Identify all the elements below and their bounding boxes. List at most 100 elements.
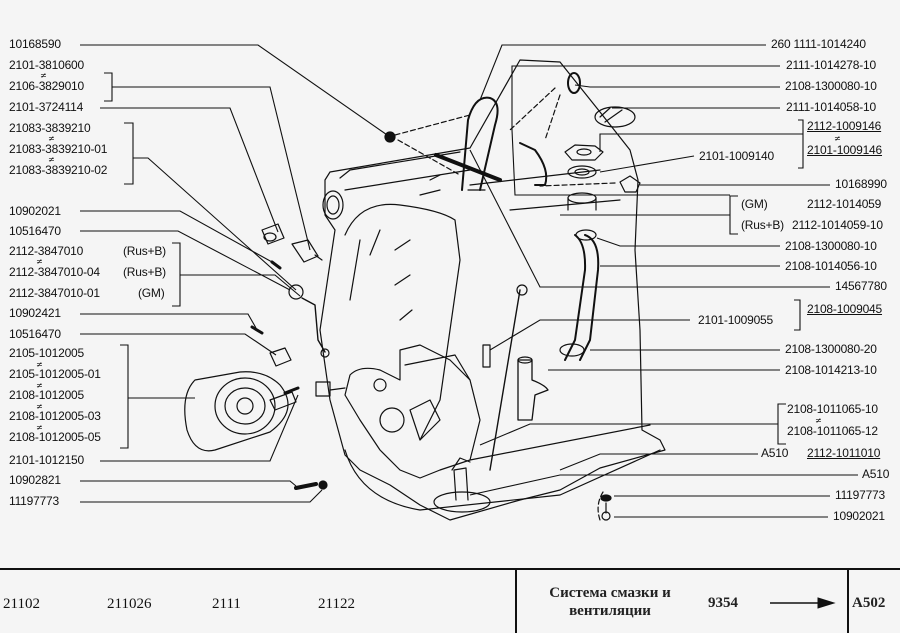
section-title: Система смазки и вентиляции <box>520 584 700 620</box>
not-equal-icon: ≠ <box>36 381 43 390</box>
part-label: 2108-1300080-10 <box>784 79 878 93</box>
timing-cover-ribs <box>349 229 413 321</box>
oil-strainer <box>433 491 491 513</box>
part-label: 2101-1009146 <box>806 143 884 157</box>
part-label: 2108-1014056-10 <box>784 259 878 273</box>
part-label: 2108-1012005 <box>8 388 86 402</box>
oil-pan <box>344 449 661 511</box>
dipstick-handle <box>482 344 491 368</box>
dipstick <box>489 289 521 471</box>
part-label: 2108-1300080-20 <box>784 342 878 356</box>
part-label: 2108-1014213-10 <box>784 363 878 377</box>
right-arrow-icon <box>770 597 836 609</box>
breather-nozzle <box>517 359 549 421</box>
breather-hose <box>461 96 499 191</box>
part-label: 10902821 <box>8 473 62 487</box>
part-label: 2101-1009140 <box>698 149 776 163</box>
model-code: 2111 <box>212 596 241 612</box>
part-label: 10168590 <box>8 37 62 51</box>
valve-cover-ridges <box>339 151 621 211</box>
pressure-sensor-2 <box>291 239 323 263</box>
oil-pump-housing <box>344 344 481 479</box>
part-label: 2112-3847010-01 <box>8 286 101 300</box>
part-label: 2112-3847010-04 <box>8 265 101 279</box>
part-label: 2111-1014058-10 <box>785 100 877 114</box>
oil-filler-cap <box>594 106 636 128</box>
part-label: 260 1111-1014240 <box>770 37 867 51</box>
not-equal-icon: ≠ <box>36 402 43 411</box>
part-label: 2112-1014059 <box>806 197 883 211</box>
part-label: 2112-1009146 <box>806 119 883 133</box>
part-label: 2108-1011065-10 <box>786 402 879 416</box>
part-label: 2101-1012150 <box>8 453 86 467</box>
part-label: 2101-3810600 <box>8 58 86 72</box>
part-variant-note: (Rus+B) <box>740 218 785 232</box>
filter-fitting <box>283 386 300 395</box>
bolt <box>270 260 282 270</box>
oil-level-sensor <box>288 284 330 358</box>
part-label: 10902421 <box>8 306 62 320</box>
assembly-dash-lines <box>394 87 616 521</box>
pressure-sensor-1 <box>261 223 285 245</box>
part-variant-note: (GM) <box>740 197 769 211</box>
not-equal-icon: ≠ <box>40 71 47 80</box>
part-label: 2105-1012005 <box>8 346 86 360</box>
section-title-line1: Система смазки и <box>549 585 671 601</box>
small-o-ring <box>567 72 581 94</box>
part-label: 10516470 <box>8 224 62 238</box>
filter-bracket <box>315 381 331 397</box>
part-variant-note: (Rus+B) <box>122 265 167 279</box>
part-label: 2101-1009055 <box>697 313 775 327</box>
part-label: 2111-1014278-10 <box>785 58 877 72</box>
part-label: 2108-1012005-03 <box>8 409 102 423</box>
hose-clamp <box>619 175 641 193</box>
not-equal-icon: ≠ <box>36 257 43 266</box>
temp-sender <box>269 347 292 367</box>
page-code: 9354 <box>708 595 738 611</box>
not-equal-icon: ≠ <box>48 134 55 143</box>
part-label: A510 <box>861 467 891 481</box>
leader-lines-right <box>469 44 858 518</box>
screw <box>601 511 611 521</box>
model-code: 211026 <box>107 596 152 612</box>
not-equal-icon: ≠ <box>815 416 822 425</box>
section-title-box <box>515 570 849 633</box>
part-label: 10516470 <box>8 327 62 341</box>
part-label: 2112-1011010 <box>806 446 882 460</box>
not-equal-icon: ≠ <box>36 360 43 369</box>
oil-pump-hose <box>579 234 600 361</box>
oil-filter <box>184 371 297 452</box>
part-label-prefix: A510 <box>760 446 790 460</box>
washer <box>600 494 612 502</box>
part-label: 2101-3724114 <box>8 100 85 114</box>
part-label: 2112-1014059-10 <box>791 218 884 232</box>
leader-lines-left <box>80 44 391 503</box>
not-equal-icon: ≠ <box>48 155 55 164</box>
part-variant-note: (GM) <box>137 286 166 300</box>
part-label: 2108-1012005-05 <box>8 430 102 444</box>
part-label: 11197773 <box>8 494 61 508</box>
timing-cover <box>344 203 461 441</box>
part-variant-note: (Rus+B) <box>122 244 167 258</box>
part-label: 21083-3839210-02 <box>8 163 109 177</box>
part-label: 14567780 <box>834 279 888 293</box>
part-label: 11197773 <box>834 488 887 502</box>
model-code: 21122 <box>318 596 355 612</box>
next-page-link[interactable]: A502 <box>852 595 886 611</box>
part-label: 2106-3829010 <box>8 79 86 93</box>
part-label: 2108-1300080-10 <box>784 239 878 253</box>
part-label: 10902021 <box>8 204 62 218</box>
short-hose <box>519 142 548 186</box>
part-label: 21083-3839210 <box>8 121 92 135</box>
cap-gasket <box>564 144 604 161</box>
washer <box>318 480 328 490</box>
part-label: 10168990 <box>834 177 888 191</box>
bolt <box>250 325 264 335</box>
seal-ring <box>567 165 597 179</box>
part-label: 2112-3847010 <box>8 244 85 258</box>
not-equal-icon: ≠ <box>36 423 43 432</box>
bolt <box>294 482 318 490</box>
part-label: 10902021 <box>832 509 886 523</box>
crank-pulley <box>322 190 344 220</box>
